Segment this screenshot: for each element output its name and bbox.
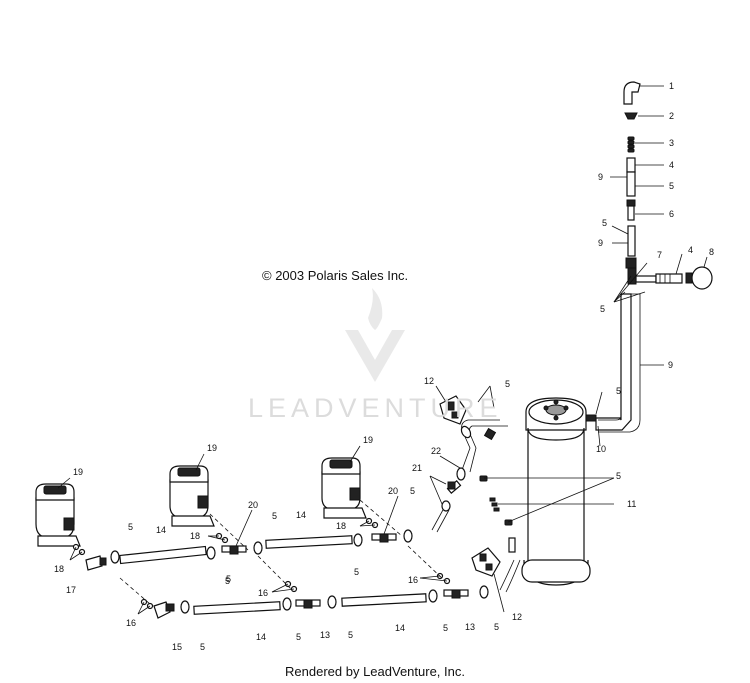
callout-5-left-end: 5 — [226, 574, 231, 584]
small-fittings — [85, 467, 489, 619]
callout-22: 22 — [431, 446, 441, 456]
callout-18-left: 18 — [54, 564, 64, 574]
callout-12-top: 12 — [424, 376, 434, 386]
callout-9-top: 9 — [598, 172, 603, 182]
callout-14-upper-left: 14 — [156, 525, 166, 535]
callout-20-right: 20 — [388, 486, 398, 496]
callout-21: 21 — [412, 463, 422, 473]
callout-19-right: 19 — [363, 435, 373, 445]
callout-4-side: 4 — [688, 245, 693, 255]
callout-5-top: 5 — [669, 181, 674, 191]
callout-18-right: 18 — [336, 521, 346, 531]
vent-line-assembly — [595, 81, 713, 433]
fuel-tank — [521, 397, 597, 586]
callout-5-left-hose: 5 — [128, 522, 133, 532]
hose-14-lower-left — [193, 601, 281, 615]
watermark-text: LEADVENTURE — [248, 393, 503, 423]
copyright-notice: © 2003 Polaris Sales Inc. — [262, 268, 409, 283]
callout-3: 3 — [669, 138, 674, 148]
leadventure-logo-watermark — [345, 288, 405, 382]
callout-5-elbow: 5 — [505, 379, 510, 389]
callout-10: 10 — [596, 444, 606, 454]
callout-20-mid: 20 — [248, 500, 258, 510]
callout-19-left: 19 — [73, 467, 83, 477]
callout-5-tank: 5 — [616, 386, 621, 396]
clip-part-12-bottom — [471, 547, 501, 577]
callout-5-mid-top: 5 — [272, 511, 277, 521]
callout-6: 6 — [669, 209, 674, 219]
callout-5-right-hose: 5 — [354, 567, 359, 577]
clip-part-12-top — [439, 395, 467, 425]
callout-5-lower-e: 5 — [494, 622, 499, 632]
callout-9-upper: 9 — [598, 238, 603, 248]
callout-5-tee: 5 — [600, 304, 605, 314]
leader-lines-lower — [57, 385, 615, 615]
callout-14-lower-left: 14 — [256, 632, 266, 642]
hose-14-upper-right — [265, 535, 353, 549]
footer-credit: Rendered by LeadVenture, Inc. — [285, 664, 465, 679]
leader-lines-top — [610, 85, 708, 366]
callout-5-lower-c: 5 — [348, 630, 353, 640]
callout-15: 15 — [172, 642, 182, 652]
callout-5-upper: 5 — [602, 218, 607, 228]
canister-19-mid — [169, 465, 215, 527]
canister-19-left — [35, 483, 81, 547]
callout-5-right-top: 5 — [410, 486, 415, 496]
callout-13-mid: 13 — [320, 630, 330, 640]
callout-16-mid: 16 — [258, 588, 268, 598]
callout-5-lower-b: 5 — [296, 632, 301, 642]
callout-18-mid: 18 — [190, 531, 200, 541]
callout-17: 17 — [66, 585, 76, 595]
callout-7: 7 — [657, 250, 662, 260]
callout-1: 1 — [669, 81, 674, 91]
hose-14-upper-left — [119, 545, 207, 565]
callout-16-right: 16 — [408, 575, 418, 585]
callout-4-top: 4 — [669, 160, 674, 170]
callout-9-long: 9 — [668, 360, 673, 370]
callout-11: 11 — [627, 499, 636, 509]
callout-5-lower-a: 5 — [200, 642, 205, 652]
callout-5-lower-d: 5 — [443, 623, 448, 633]
callout-14-upper-right: 14 — [296, 510, 306, 520]
callout-8: 8 — [709, 247, 714, 257]
callout-13-right: 13 — [465, 622, 475, 632]
callout-19-mid: 19 — [207, 443, 217, 453]
callout-5-mid-hose: 5 — [225, 576, 230, 586]
canister-19-right — [321, 457, 367, 519]
callout-14-lower-right: 14 — [395, 623, 405, 633]
assembly-dashed-lines — [119, 499, 445, 605]
callout-16-left: 16 — [126, 618, 136, 628]
hose-14-lower-right — [341, 593, 427, 607]
callout-2: 2 — [669, 111, 674, 121]
callout-5-fitting: 5 — [616, 471, 621, 481]
callout-labels: 1 2 3 4 5 9 6 5 9 7 4 8 5 9 5 10 5 11 12… — [54, 81, 714, 652]
callout-12-bottom: 12 — [512, 612, 522, 622]
tank-fittings — [460, 419, 521, 593]
